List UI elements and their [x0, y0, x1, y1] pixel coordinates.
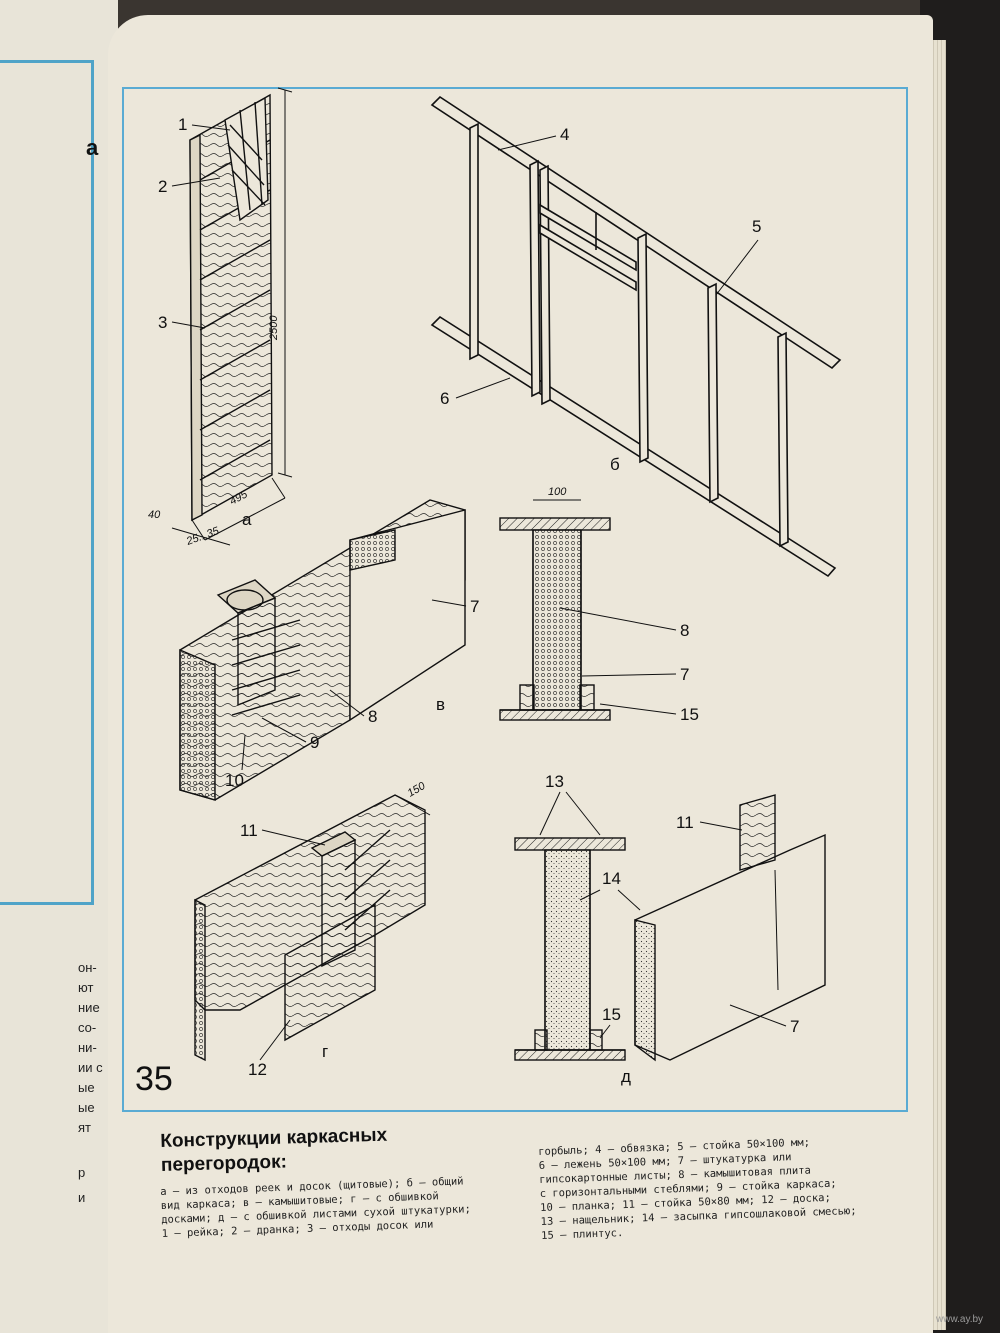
callout-7c: 7 — [790, 1017, 799, 1036]
left-text-fragment: ние — [78, 1000, 100, 1015]
caption-right-column: горбыль; 4 — обвязка; 5 — стойка 50×100 … — [538, 1133, 891, 1243]
dimension-25-35: 25...35 — [184, 525, 221, 548]
callout-10: 10 — [225, 771, 244, 790]
subfig-label-g: г — [322, 1042, 328, 1061]
left-text-fragment: ят — [78, 1120, 91, 1135]
section-100 — [499, 499, 611, 721]
left-text-fragment: и — [78, 1190, 86, 1205]
callout-3: 3 — [158, 313, 167, 332]
caption-left-column: а — из отходов реек и досок (щитовые); б… — [160, 1173, 502, 1241]
subfig-label-a: а — [242, 510, 252, 529]
left-text-fragment: ни- — [78, 1040, 97, 1055]
callout-14: 14 — [602, 869, 621, 888]
subfigure-d — [634, 794, 826, 1062]
left-page-frame — [0, 60, 94, 905]
callout-6: 6 — [440, 389, 449, 408]
callout-2: 2 — [158, 177, 167, 196]
callout-8: 8 — [680, 621, 689, 640]
figure-number: 35 — [135, 1060, 173, 1098]
subfigure-g — [194, 794, 431, 1062]
dimension-150: 150 — [406, 780, 429, 800]
left-text-fragment: ии с — [78, 1060, 103, 1075]
left-text-fragment: ые — [78, 1100, 95, 1115]
watermark: www.ay.by — [936, 1314, 984, 1325]
caption-title: Конструкции каркасных перегородок: — [160, 1121, 491, 1178]
left-text-fragment: ют — [78, 980, 94, 995]
callout-4: 4 — [560, 125, 569, 144]
left-text-fragment: р — [78, 1165, 86, 1180]
callout-11: 11 — [240, 821, 258, 840]
subfigure-a — [171, 87, 293, 546]
callouts: 1 2 3 4 5 6 7 8 7 8 9 10 15 11 12 13 14 … — [158, 115, 799, 1079]
callout-11b: 11 — [676, 813, 694, 832]
callout-7b: 7 — [680, 665, 689, 684]
section-d — [514, 837, 626, 1061]
subfigure-v — [179, 499, 466, 801]
subfigure-b — [430, 95, 842, 578]
left-page: а он- ют ние со- ни- ии с ые ые ят р и — [0, 0, 118, 1333]
callout-1: 1 — [178, 115, 187, 134]
subfig-label-d: д — [621, 1067, 631, 1086]
left-text-fragment: он- — [78, 960, 97, 975]
callout-8b: 8 — [368, 707, 377, 726]
left-text-fragment: со- — [78, 1020, 97, 1035]
callout-13: 13 — [545, 772, 564, 791]
callout-12: 12 — [248, 1060, 267, 1079]
subfig-label-v: в — [436, 695, 445, 714]
dimension-100: 100 — [548, 486, 567, 498]
subfig-label-b: б — [610, 455, 620, 474]
dimension-2500: 2500 — [268, 315, 280, 341]
callout-9: 9 — [310, 733, 319, 752]
callout-5: 5 — [752, 217, 761, 236]
figure-frame — [122, 87, 908, 1112]
left-page-heading: а — [86, 135, 99, 160]
callout-7: 7 — [470, 597, 479, 616]
left-text-fragment: ые — [78, 1080, 95, 1095]
dimension-40: 40 — [148, 509, 161, 521]
callout-15: 15 — [680, 705, 699, 724]
callout-15b: 15 — [602, 1005, 621, 1024]
callout-leaders — [171, 124, 787, 1061]
